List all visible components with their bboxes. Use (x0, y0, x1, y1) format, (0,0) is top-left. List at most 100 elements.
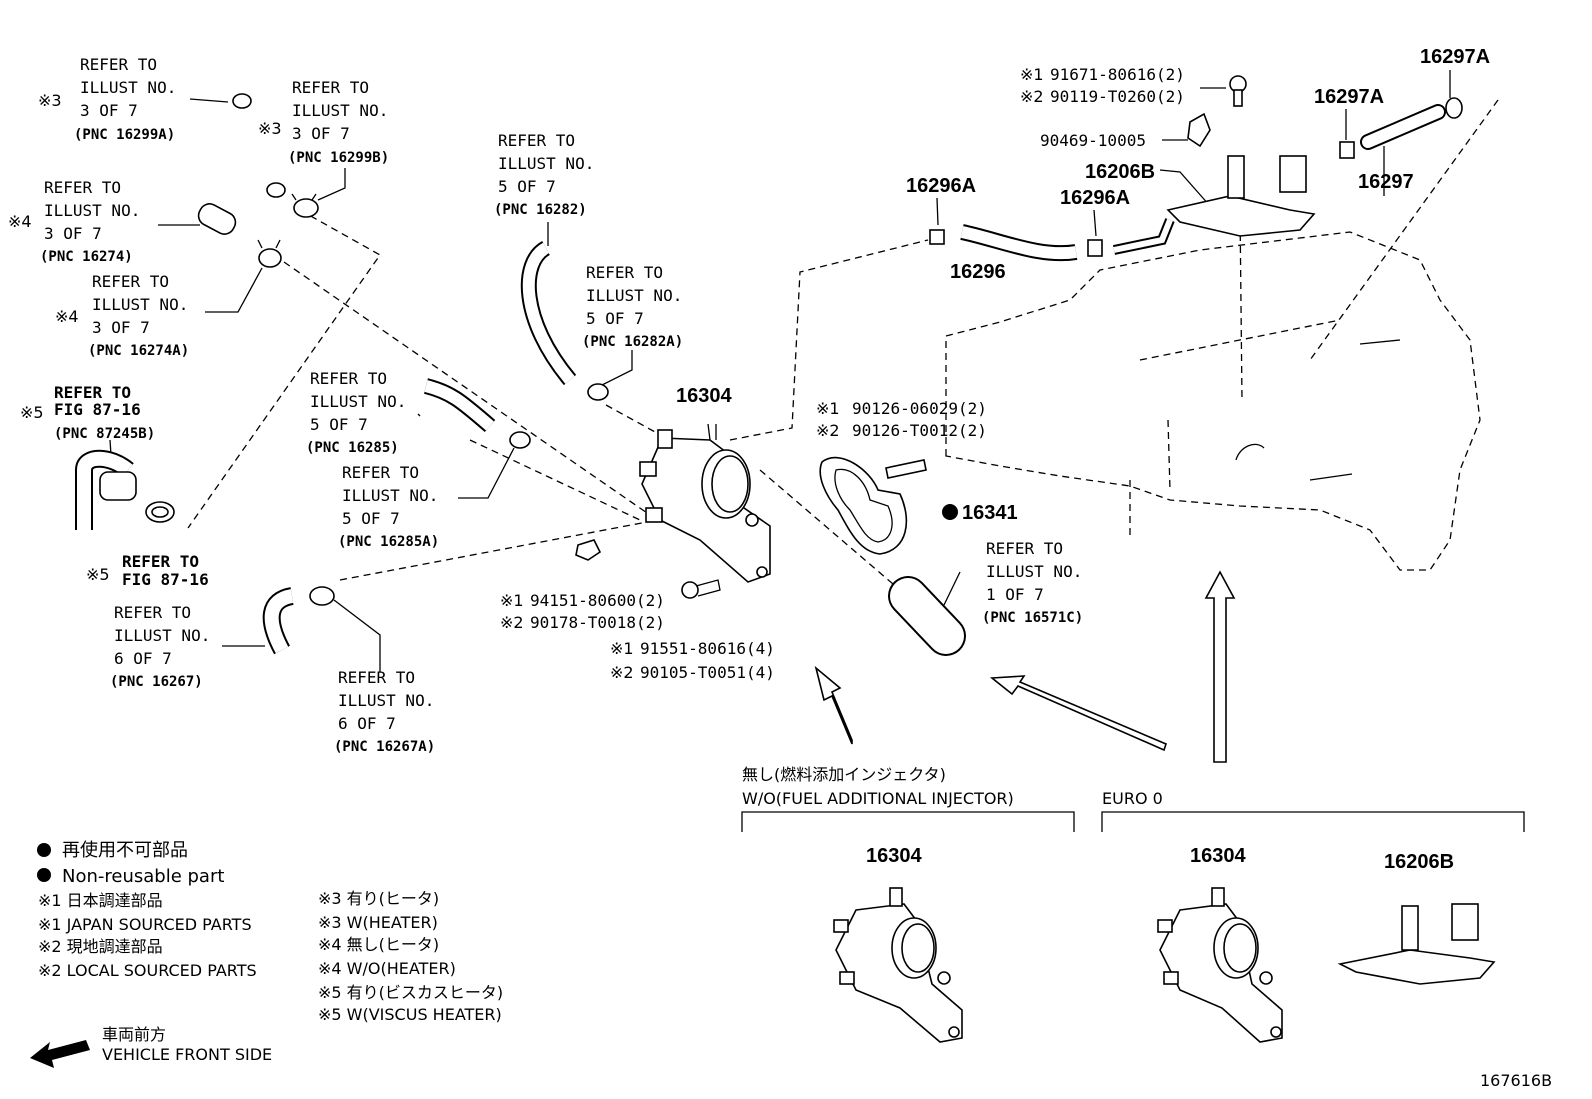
svg-text:FIG 87-16: FIG 87-16 (54, 400, 141, 419)
svg-text:再使用不可部品: 再使用不可部品 (62, 840, 188, 861)
svg-text:3 OF 7: 3 OF 7 (292, 124, 350, 143)
label-16296a-2: 16296A (1060, 187, 1130, 209)
variant-label-16304-1: 16304 (866, 845, 922, 867)
clamp-16297a-1-icon (1339, 141, 1355, 159)
ref-16299b: ※3 REFER TO ILLUST NO. 3 OF 7 (PNC 16299… (258, 78, 389, 166)
label-16304: 16304 (676, 385, 732, 407)
svg-text:Non-reusable part: Non-reusable part (62, 866, 224, 887)
svg-text:5 OF 7: 5 OF 7 (310, 415, 368, 434)
svg-text:(PNC 16285A): (PNC 16285A) (338, 534, 439, 550)
svg-text:EURO 0: EURO 0 (1102, 789, 1163, 808)
svg-text:3 OF 7: 3 OF 7 (92, 318, 150, 337)
label-16206b: 16206B (1085, 161, 1155, 183)
svg-text:90178-T0018(2): 90178-T0018(2) (530, 613, 665, 632)
svg-text:REFER TO: REFER TO (338, 668, 415, 687)
bolt-icon (681, 579, 721, 599)
svg-text:※1 日本調達部品: ※1 日本調達部品 (38, 891, 163, 910)
ref-16571c: REFER TO ILLUST NO. 1 OF 7 (PNC 16571C) (982, 539, 1083, 626)
svg-text:※3 W(HEATER): ※3 W(HEATER) (318, 913, 438, 932)
svg-text:(PNC 16282A): (PNC 16282A) (582, 334, 683, 350)
non-reusable-dot-icon (942, 504, 958, 520)
arrow-wo-injector-icon (814, 665, 853, 745)
bracket-16206b (1166, 155, 1316, 237)
clamp-87-16-icon (145, 501, 175, 523)
legend: 再使用不可部品 Non-reusable part ※1 日本調達部品 ※1 J… (37, 840, 503, 1024)
svg-text:(PNC 16267A): (PNC 16267A) (334, 739, 435, 755)
hose-16296 (960, 224, 1078, 262)
non-reusable-dot-icon (37, 868, 51, 882)
water-outlet-16304 (639, 423, 771, 583)
ref-16267: REFER TO ILLUST NO. 6 OF 7 (PNC 16267) (110, 603, 210, 690)
svg-text:無し(燃料添加インジェクタ): 無し(燃料添加インジェクタ) (742, 765, 946, 784)
svg-text:REFER TO: REFER TO (310, 369, 387, 388)
svg-text:※5 有り(ビスカスヒータ): ※5 有り(ビスカスヒータ) (318, 983, 503, 1002)
svg-text:REFER TO: REFER TO (80, 55, 157, 74)
non-reusable-dot-icon (37, 843, 51, 857)
svg-text:※2 LOCAL SOURCED PARTS: ※2 LOCAL SOURCED PARTS (38, 961, 257, 980)
gasket-16341 (819, 456, 908, 555)
engine-outline (945, 231, 1481, 571)
variant-wo-injector: 無し(燃料添加インジェクタ) W/O(FUEL ADDITIONAL INJEC… (741, 765, 1075, 1043)
svg-text:ILLUST NO.: ILLUST NO. (586, 286, 682, 305)
svg-text:(PNC 16299B): (PNC 16299B) (288, 150, 389, 166)
pipe-16206b (1112, 218, 1175, 255)
svg-text:(PNC 16282): (PNC 16282) (494, 202, 587, 218)
svg-text:※1: ※1 (610, 639, 634, 658)
svg-text:REFER TO: REFER TO (114, 603, 191, 622)
svg-text:6 OF 7: 6 OF 7 (114, 649, 172, 668)
svg-text:※2: ※2 (1020, 87, 1044, 106)
svg-text:※4 W/O(HEATER): ※4 W/O(HEATER) (318, 959, 456, 978)
svg-text:ILLUST NO.: ILLUST NO. (310, 392, 406, 411)
ref-16274a: ※4 REFER TO ILLUST NO. 3 OF 7 (PNC 16274… (55, 272, 189, 359)
ref-16282: REFER TO ILLUST NO. 5 OF 7 (PNC 16282) (494, 131, 594, 218)
clamp-16282a-icon (587, 383, 609, 401)
hose-16297 (1360, 104, 1446, 150)
arrow-euro-icon-1 (989, 675, 1167, 752)
svg-text:※5: ※5 (86, 565, 110, 584)
hose-16274 (197, 203, 237, 235)
svg-text:REFER TO: REFER TO (92, 272, 169, 291)
svg-text:1 OF 7: 1 OF 7 (986, 585, 1044, 604)
svg-text:※2: ※2 (610, 663, 634, 682)
svg-text:※3: ※3 (38, 91, 62, 110)
label-16296a-1: 16296A (906, 175, 976, 197)
svg-text:REFER TO: REFER TO (292, 78, 369, 97)
svg-text:ILLUST NO.: ILLUST NO. (80, 78, 176, 97)
svg-text:ILLUST NO.: ILLUST NO. (292, 101, 388, 120)
svg-text:91671-80616(2): 91671-80616(2) (1050, 65, 1185, 84)
svg-text:90126-T0012(2): 90126-T0012(2) (852, 421, 987, 440)
svg-text:ILLUST NO.: ILLUST NO. (338, 691, 434, 710)
svg-text:(PNC 87245B): (PNC 87245B) (54, 426, 155, 442)
ref-87245b: ※5 REFER TO FIG 87-16 (PNC 87245B) (20, 383, 155, 442)
svg-text:91551-80616(4): 91551-80616(4) (640, 639, 775, 658)
svg-text:(PNC 16274A): (PNC 16274A) (88, 343, 189, 359)
dashed-guides (187, 99, 1499, 591)
svg-text:ILLUST NO.: ILLUST NO. (342, 486, 438, 505)
svg-text:ILLUST NO.: ILLUST NO. (986, 562, 1082, 581)
svg-text:※5 W(VISCUS HEATER): ※5 W(VISCUS HEATER) (318, 1005, 502, 1024)
svg-text:※1 JAPAN SOURCED PARTS: ※1 JAPAN SOURCED PARTS (38, 915, 252, 934)
svg-text:※2: ※2 (816, 421, 840, 440)
svg-text:※4 無し(ヒータ): ※4 無し(ヒータ) (318, 935, 439, 954)
clamp-16299b-icon (291, 193, 319, 218)
clamp-16274a-icon (257, 239, 282, 268)
label-16341: 16341 (942, 502, 1018, 524)
svg-text:W/O(FUEL ADDITIONAL INJECTOR): W/O(FUEL ADDITIONAL INJECTOR) (742, 789, 1014, 808)
variant-label-16206b: 16206B (1384, 851, 1454, 873)
ref-fig-87-16: ※5 REFER TO FIG 87-16 (86, 552, 209, 589)
label-16297a-1: 16297A (1314, 86, 1384, 108)
svg-text:※1: ※1 (816, 399, 840, 418)
variant-water-outlet-1 (833, 887, 963, 1043)
variant-label-16304-2: 16304 (1190, 845, 1246, 867)
svg-text:FIG 87-16: FIG 87-16 (122, 570, 209, 589)
label-16296: 16296 (950, 261, 1006, 283)
svg-text:ILLUST NO.: ILLUST NO. (44, 201, 140, 220)
svg-text:※2: ※2 (500, 613, 524, 632)
svg-text:REFER TO: REFER TO (986, 539, 1063, 558)
hose-87245b (75, 449, 137, 530)
svg-text:VEHICLE FRONT SIDE: VEHICLE FRONT SIDE (102, 1045, 272, 1064)
hose-16267 (262, 587, 295, 655)
clamp-16285a-icon (509, 431, 531, 449)
hose-16285 (423, 378, 496, 433)
